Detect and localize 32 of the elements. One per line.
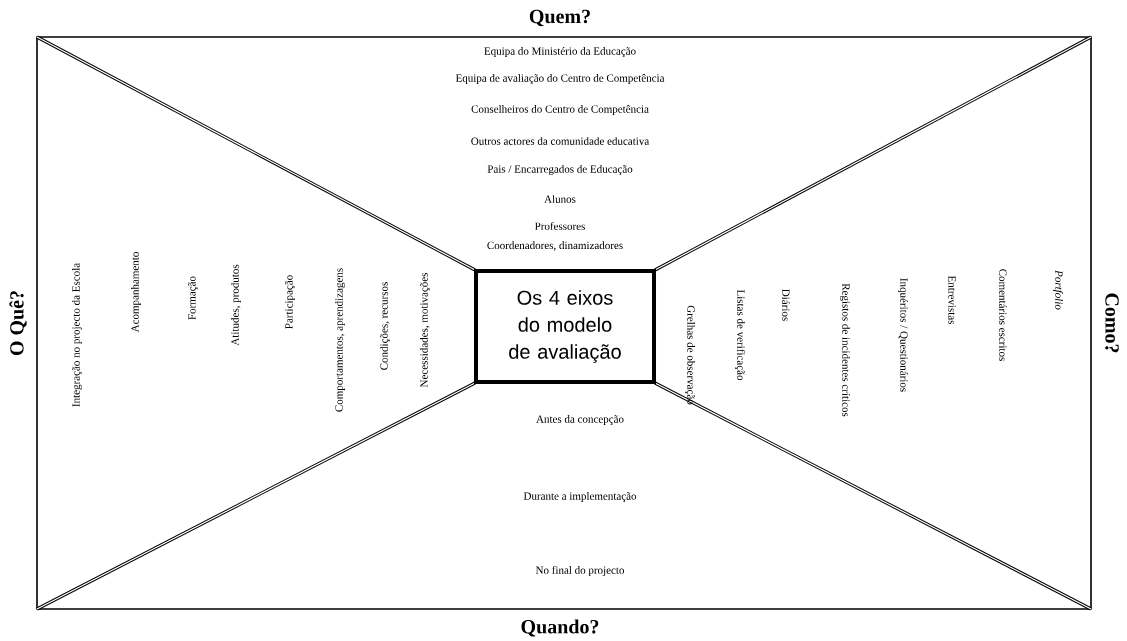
axis-heading: Quem? (529, 9, 590, 27)
list-item: Alunos (544, 195, 576, 203)
list-item: Participação (285, 275, 295, 329)
list-item: Condições, recursos (380, 282, 390, 370)
list-item: Durante a implementação (523, 492, 637, 502)
list-item: Outros actores da comunidade educativa (471, 137, 650, 145)
list-item: Inquéritos / Questionários (898, 278, 908, 392)
list-item: Entrevistas (948, 275, 956, 325)
list-item: Equipa de avaliação do Centro de Competência (455, 74, 665, 84)
list-item: Conselheiros do Centro de Competência (471, 105, 649, 115)
list-item: Portfolio (1052, 270, 1064, 310)
list-item: Integração no projecto da Escola (72, 263, 82, 407)
list-item: Formação (188, 276, 198, 320)
list-item: Equipa do Ministério da Educação (484, 47, 636, 57)
list-item: Comportamentos, aprendizagens (335, 268, 345, 412)
list-item: Grelhas de observação (685, 305, 695, 405)
list-item: Antes da concepção (536, 415, 624, 425)
list-item: Listas de verificação (734, 289, 746, 381)
list-item: Atitudes, produtos (231, 264, 241, 346)
list-item: Coordenadores, dinamizadores (487, 241, 623, 251)
list-item: Necessidades, motivações (420, 273, 430, 388)
center-box: Os 4 eixos do modelo de avaliação (474, 269, 656, 384)
axis-heading: Como? (1105, 293, 1119, 353)
list-item: No final do projecto (535, 565, 625, 577)
list-item: Professores (534, 222, 585, 230)
list-item: Comentários escritos (999, 269, 1007, 361)
axis-heading: Quando? (521, 619, 599, 637)
axis-heading: O Quê? (9, 291, 27, 356)
list-item: Acompanhamento (131, 252, 141, 333)
list-item: Registos de incidentes críticos (840, 283, 850, 417)
list-item: Pais / Encarregados de Educação (487, 165, 633, 175)
list-item: Diários (782, 289, 790, 321)
